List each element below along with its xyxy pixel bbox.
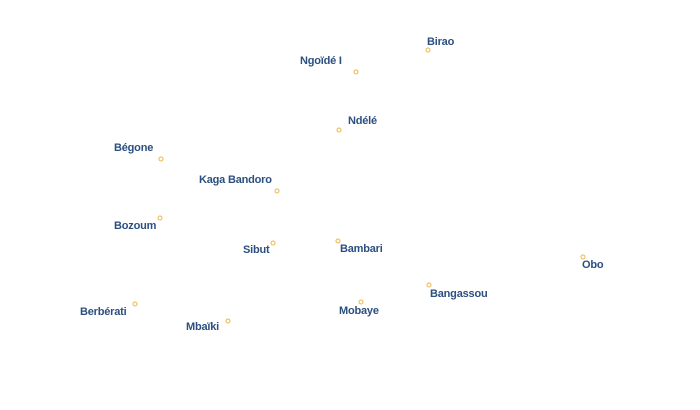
city-label: Ngoïdé I bbox=[300, 55, 342, 67]
city-marker-icon bbox=[270, 240, 276, 246]
city-marker-icon bbox=[580, 254, 586, 260]
city-marker-icon bbox=[425, 47, 431, 53]
city-marker-icon bbox=[157, 215, 163, 221]
city-label: Bégone bbox=[114, 142, 154, 154]
city-label: Ndélé bbox=[348, 115, 377, 127]
city-label: Bangassou bbox=[430, 288, 488, 300]
city-label: Berbérati bbox=[80, 306, 127, 318]
city-marker-icon bbox=[336, 127, 342, 133]
city-label: Bambari bbox=[340, 243, 383, 255]
city-marker-icon bbox=[158, 156, 164, 162]
city-marker-icon bbox=[353, 69, 359, 75]
city-label: Mbaïki bbox=[186, 321, 220, 333]
city-marker-icon bbox=[426, 282, 432, 288]
city-label: Obo bbox=[582, 259, 604, 271]
city-marker-icon bbox=[358, 299, 364, 305]
city-label: Sibut bbox=[243, 244, 270, 256]
city-marker-icon bbox=[225, 318, 231, 324]
city-label: Mobaye bbox=[339, 305, 379, 317]
city-label: Birao bbox=[427, 36, 455, 48]
city-marker-icon bbox=[335, 238, 341, 244]
city-label: Kaga Bandoro bbox=[199, 174, 272, 186]
city-label: Bozoum bbox=[114, 220, 157, 232]
city-marker-icon bbox=[274, 188, 280, 194]
city-marker-icon bbox=[132, 301, 138, 307]
